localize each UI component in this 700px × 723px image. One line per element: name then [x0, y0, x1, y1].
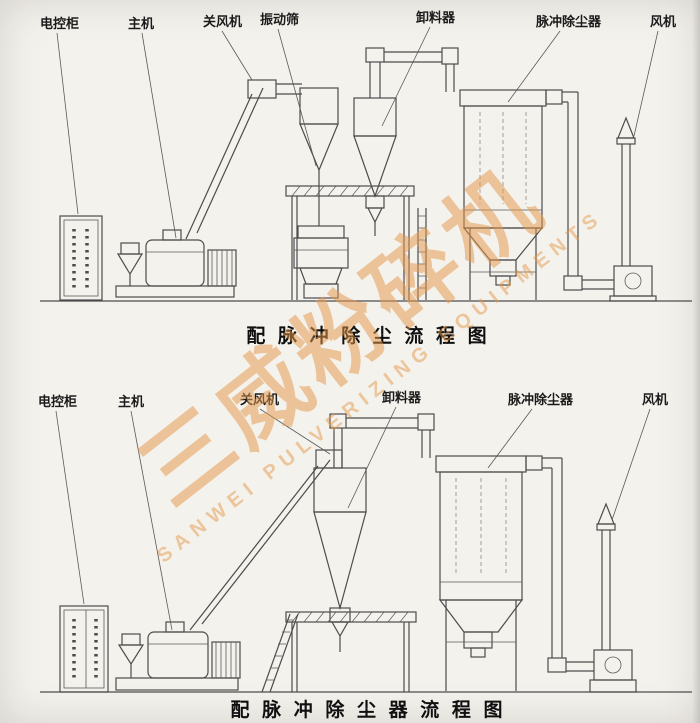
- conveyor-pipe: [185, 79, 302, 240]
- caption-bottom: 配 脉 冲 除 尘 器 流 程 图: [231, 698, 506, 721]
- label-control-cabinet: 电控柜: [40, 16, 79, 32]
- label-dust-collector: 脉冲除尘器: [535, 14, 602, 30]
- label-discharger: 卸料器: [416, 10, 456, 26]
- exhaust-pipe: [545, 89, 614, 291]
- label-fan: 风机: [650, 14, 676, 30]
- discharger-cyclone: [353, 97, 397, 236]
- control-cabinet: [59, 605, 109, 693]
- fan-unit: [609, 116, 657, 302]
- vibrating-screen-unit: [293, 87, 349, 299]
- cyclone-outlet-pipe: [365, 47, 459, 98]
- label-main-machine: 主机: [118, 394, 144, 410]
- platform-frame: [285, 185, 427, 300]
- cyclone-outlet-pipe: [329, 413, 435, 468]
- fan-unit: [589, 502, 637, 693]
- label-vibrating-screen: 振动筛: [260, 12, 299, 28]
- label-discharger: 卸料器: [382, 390, 422, 406]
- caption-top: 配 脉 冲 除 尘 流 程 图: [246, 324, 489, 347]
- label-control-cabinet: 电控柜: [38, 394, 77, 410]
- leader-lines-top: [56, 26, 659, 239]
- control-cabinet: [59, 215, 103, 301]
- pulse-dust-collector: [435, 455, 527, 691]
- leader-lines-bottom: [55, 406, 651, 631]
- discharger-cyclone: [313, 467, 367, 652]
- conveyor-pipe: [189, 449, 343, 631]
- main-machine: [115, 621, 241, 691]
- platform-frame: [261, 611, 417, 693]
- label-fan: 风机: [642, 392, 668, 408]
- diagram-top: 电控柜 主机 关风机 振动筛 卸料器 脉冲除尘器 风机 配 脉 冲 除 尘 流 …: [40, 10, 692, 347]
- pulse-dust-collector: [459, 89, 547, 300]
- main-machine: [115, 229, 237, 298]
- diagram-bottom: 电控柜 主机 关风机 卸料器 脉冲除尘器 风机 配 脉 冲 除 尘 器 流 程 …: [38, 390, 692, 721]
- exhaust-pipe: [525, 455, 594, 673]
- label-airlock: 关风机: [203, 14, 242, 30]
- label-airlock: 关风机: [240, 392, 279, 408]
- label-main-machine: 主机: [128, 16, 154, 32]
- label-dust-collector: 脉冲除尘器: [507, 392, 574, 408]
